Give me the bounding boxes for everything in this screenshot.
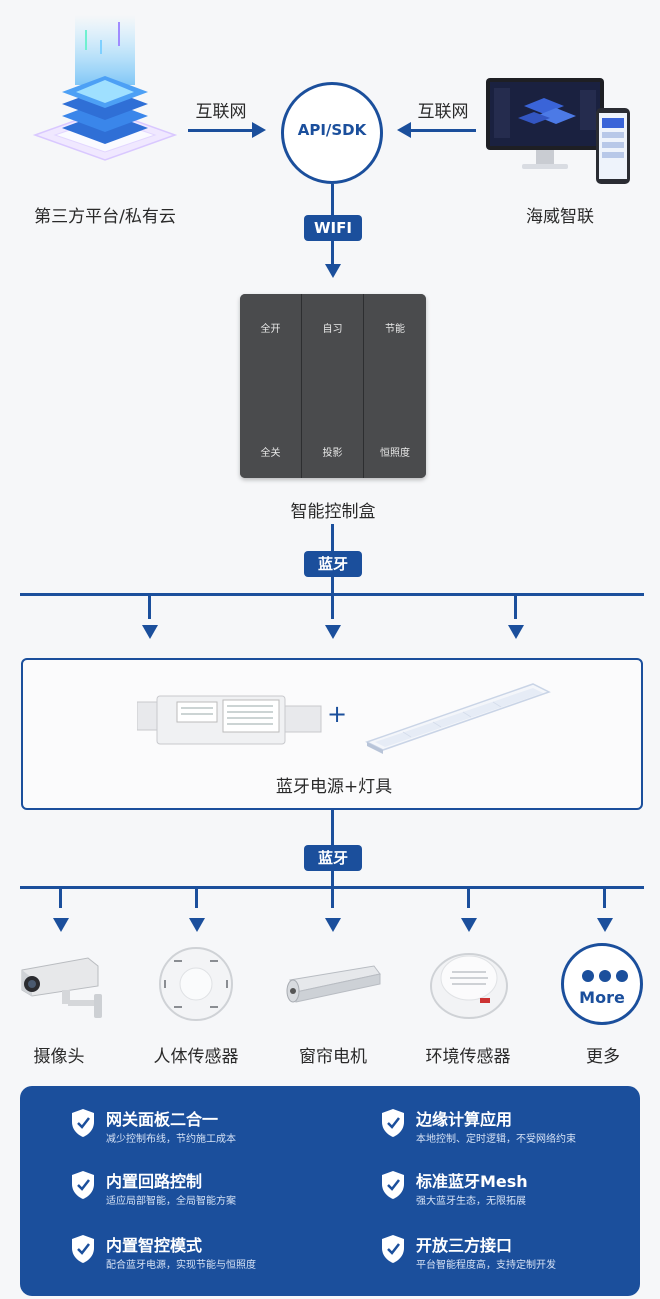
panel-button-right[interactable]: 节能 恒照度 <box>364 294 426 478</box>
panel-button-middle[interactable]: 自习 投影 <box>302 294 364 478</box>
feature-subtitle: 平台智能程度高，支持定制开发 <box>416 1260 556 1271</box>
more-text: More <box>579 988 625 1007</box>
dots-icon <box>582 970 628 982</box>
device-label-motion-sensor: 人体传感器 <box>153 1047 239 1067</box>
bus-drop-1b <box>331 595 334 619</box>
feature-subtitle: 本地控制、定时逻辑，不受网络约束 <box>416 1134 576 1145</box>
arrow-down-icon <box>53 918 69 932</box>
cloud-server-icon <box>30 10 180 170</box>
panel-to-bt-line <box>331 524 334 552</box>
arrow-down-icon <box>461 918 477 932</box>
wifi-badge: WIFI <box>304 215 362 241</box>
plus-sign: + <box>326 700 348 728</box>
lighting-box: + 蓝牙电源+灯具 <box>21 658 643 810</box>
bus-drop-2e <box>603 888 606 908</box>
bus-drop-1a <box>148 595 151 619</box>
internet-label-left: 互联网 <box>195 102 247 122</box>
bus-drop-2c <box>331 888 334 908</box>
camera-icon <box>18 950 108 1022</box>
bluetooth-bus-1 <box>20 593 644 596</box>
bt-to-bus-line-1 <box>331 577 334 595</box>
feature-subtitle: 强大蓝牙生态，无限拓展 <box>416 1196 526 1207</box>
monitor-phone-icon <box>484 76 634 188</box>
device-label-curtain-motor: 窗帘电机 <box>299 1047 367 1067</box>
panel-button-left[interactable]: 全开 全关 <box>240 294 302 478</box>
shield-check-icon <box>72 1171 94 1199</box>
arrow-down-icon <box>508 625 524 639</box>
bluetooth-power-supply-icon <box>136 692 327 748</box>
bluetooth-badge-1: 蓝牙 <box>304 551 362 577</box>
bus-drop-2d <box>467 888 470 908</box>
wifi-to-panel-line <box>331 241 334 265</box>
arrow-down-icon <box>142 625 158 639</box>
api-to-wifi-line <box>331 184 334 216</box>
lighting-label: 蓝牙电源+灯具 <box>275 777 393 797</box>
feature-subtitle: 配合蓝牙电源，实现节能与恒照度 <box>106 1260 256 1271</box>
more-icon[interactable]: More <box>561 943 643 1025</box>
arrow-down-icon <box>189 918 205 932</box>
haiwei-label: 海威智联 <box>526 207 594 227</box>
feature-title: 网关面板二合一 <box>106 1110 219 1129</box>
arrow-right-icon <box>252 122 266 138</box>
bluetooth-badge-2: 蓝牙 <box>304 845 362 871</box>
internet-link-right <box>410 129 476 132</box>
arrow-down-icon <box>325 264 341 278</box>
arrow-down-icon <box>325 625 341 639</box>
feature-subtitle: 减少控制布线，节约施工成本 <box>106 1134 236 1145</box>
smoke-sensor-icon <box>428 942 510 1024</box>
led-panel-light-icon <box>363 678 553 758</box>
feature-title: 开放三方接口 <box>416 1236 513 1255</box>
button-all-off: 全关 <box>260 448 281 459</box>
bus-drop-2b <box>195 888 198 908</box>
bluetooth-bus-2 <box>20 886 644 889</box>
button-energy-saving: 节能 <box>385 324 405 335</box>
bt-to-bus-line-2 <box>331 871 334 888</box>
device-label-camera: 摄像头 <box>33 1047 85 1067</box>
button-constant-lux: 恒照度 <box>380 448 410 459</box>
feature-subtitle: 适应局部智能，全局智能方案 <box>106 1196 236 1207</box>
bus-drop-2a <box>59 888 62 908</box>
device-label-more: 更多 <box>586 1047 620 1067</box>
internet-link-left <box>188 129 254 132</box>
shield-check-icon <box>72 1109 94 1137</box>
shield-check-icon <box>382 1235 404 1263</box>
feature-title: 边缘计算应用 <box>416 1110 513 1129</box>
arrow-down-icon <box>325 918 341 932</box>
third-party-platform-label: 第三方平台/私有云 <box>34 207 176 227</box>
arrow-down-icon <box>597 918 613 932</box>
features-panel: 网关面板二合一 减少控制布线，节约施工成本 边缘计算应用 本地控制、定时逻辑，不… <box>20 1086 640 1296</box>
button-projection: 投影 <box>322 448 343 459</box>
curtain-motor-icon <box>282 962 384 1008</box>
shield-check-icon <box>382 1109 404 1137</box>
api-sdk-node: API/SDK <box>281 82 383 184</box>
button-all-on: 全开 <box>260 324 281 335</box>
lighting-to-bt-line <box>331 810 334 846</box>
control-box-label: 智能控制盒 <box>290 502 376 522</box>
internet-label-right: 互联网 <box>417 102 469 122</box>
shield-check-icon <box>382 1171 404 1199</box>
feature-title: 标准蓝牙Mesh <box>416 1172 528 1191</box>
arrow-left-icon <box>397 122 411 138</box>
feature-title: 内置智控模式 <box>106 1236 203 1255</box>
control-panel: 全开 全关 自习 投影 节能 恒照度 <box>240 294 426 478</box>
bus-drop-1c <box>514 595 517 619</box>
feature-title: 内置回路控制 <box>106 1172 203 1191</box>
device-label-env-sensor: 环境传感器 <box>425 1047 511 1067</box>
shield-check-icon <box>72 1235 94 1263</box>
motion-sensor-icon <box>156 944 236 1024</box>
api-sdk-label: API/SDK <box>297 121 367 139</box>
button-study: 自习 <box>322 324 343 335</box>
